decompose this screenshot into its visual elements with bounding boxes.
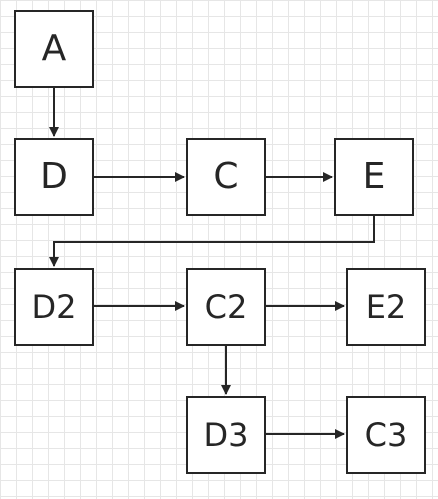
node-c2: C2 [186,268,266,346]
node-c: C [186,138,266,216]
node-e: E [334,138,414,216]
node-d: D [14,138,94,216]
node-d3: D3 [186,396,266,474]
node-d2: D2 [14,268,94,346]
node-a: A [14,10,94,88]
node-c3: C3 [346,396,426,474]
node-e2: E2 [346,268,426,346]
edge-e-to-d2 [49,215,375,267]
